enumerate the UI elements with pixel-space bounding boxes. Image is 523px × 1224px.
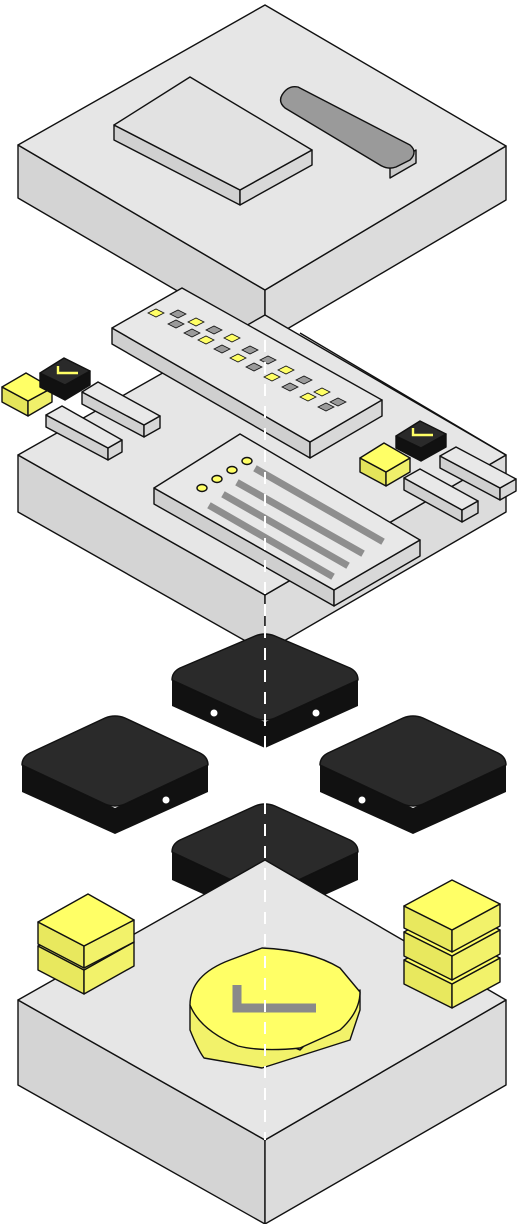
text-card-lines xyxy=(207,465,385,580)
list-mark xyxy=(167,319,185,329)
text-line xyxy=(235,479,365,557)
list-mark xyxy=(329,397,347,407)
window-bar-icon xyxy=(279,85,417,179)
left-yellow-stack xyxy=(37,893,135,995)
bullet-dot xyxy=(226,465,238,475)
list-card xyxy=(111,287,383,459)
layer-dashboard-panel xyxy=(1,287,517,653)
bullet-dot xyxy=(211,474,223,484)
node-left xyxy=(21,715,209,834)
shield-check-icon xyxy=(189,947,361,1069)
layer-top-window-panel xyxy=(17,4,507,343)
list-marks xyxy=(147,308,347,412)
text-card xyxy=(153,433,421,607)
list-mark xyxy=(147,308,165,318)
list-mark xyxy=(187,317,205,327)
text-line xyxy=(221,491,350,569)
text-line xyxy=(207,502,335,580)
bullet-dot xyxy=(196,483,208,493)
list-mark xyxy=(295,375,313,385)
list-mark xyxy=(241,345,259,355)
right-bars xyxy=(403,446,517,523)
node-right xyxy=(319,715,507,834)
layer-base-shield xyxy=(17,859,507,1224)
right-yellow-stack xyxy=(403,879,501,1009)
list-mark xyxy=(277,365,295,375)
list-mark xyxy=(281,382,299,392)
list-mark xyxy=(205,325,223,335)
list-mark xyxy=(229,353,247,363)
check-mark xyxy=(232,985,316,1013)
left-check-block xyxy=(1,357,91,417)
list-mark xyxy=(213,344,231,354)
window-square-icon xyxy=(113,76,313,206)
list-mark xyxy=(313,387,331,397)
list-mark xyxy=(197,335,215,345)
text-card-bullets xyxy=(196,456,253,493)
right-check-block xyxy=(359,420,447,487)
bullet-dot xyxy=(241,456,253,466)
list-mark xyxy=(299,392,317,402)
list-mark xyxy=(263,372,281,382)
list-mark xyxy=(169,309,187,319)
text-line xyxy=(253,465,385,545)
list-mark xyxy=(317,402,335,412)
check-icon xyxy=(411,428,433,437)
check-icon xyxy=(56,366,78,375)
list-mark xyxy=(183,328,201,338)
list-mark xyxy=(223,333,241,343)
left-bars xyxy=(45,381,161,461)
list-mark xyxy=(245,362,263,372)
